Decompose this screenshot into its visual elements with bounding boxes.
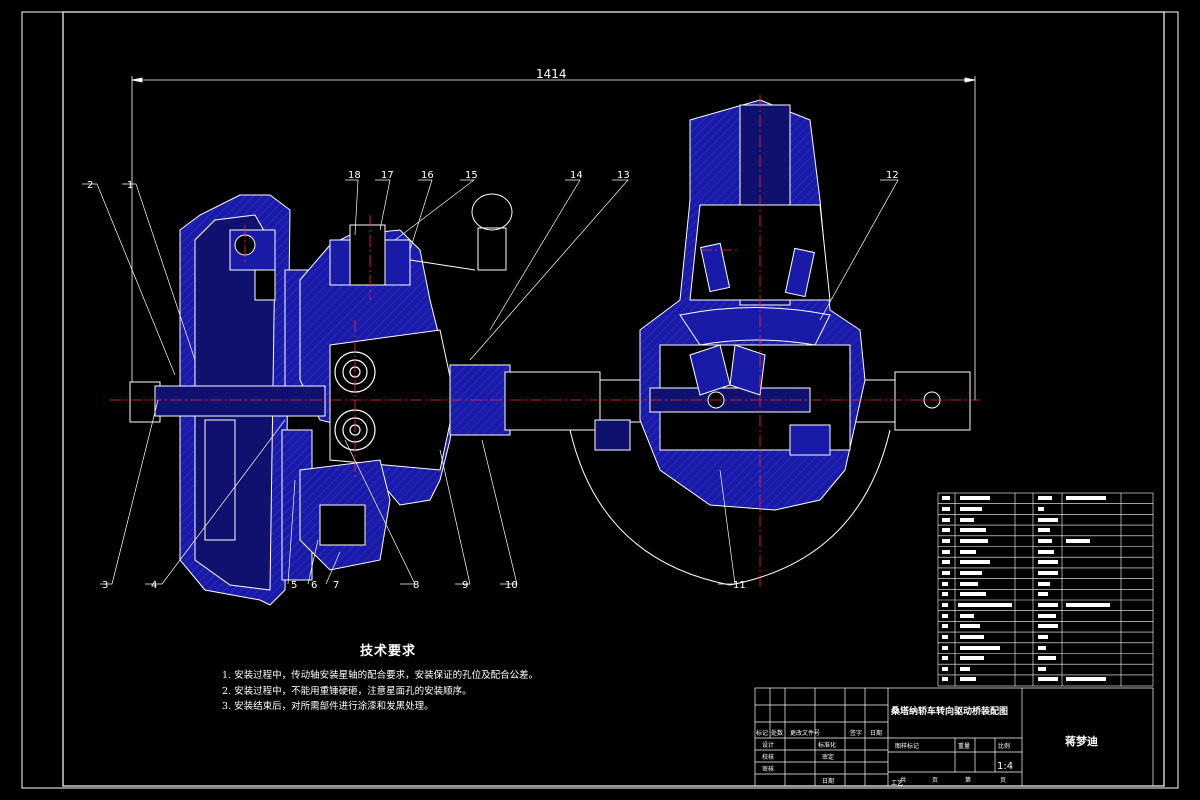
tie-rod-end — [409, 193, 513, 271]
balloon-12: 12 — [886, 170, 899, 181]
balloon-8: 8 — [413, 580, 419, 591]
sheet-total-prefix: 共 — [900, 776, 906, 784]
balloon-14: 14 — [570, 170, 583, 181]
balloon-2: 2 — [87, 180, 93, 191]
balloon-6: 6 — [311, 580, 317, 591]
rev-col-doc: 更改文件号 — [790, 729, 820, 737]
title-block-text: 桑塔纳轿车转向驱动桥装配图 蒋梦迪 1:4 标记 处数 更改文件号 签字 日期 … — [756, 705, 1098, 787]
balloon-15: 15 — [465, 170, 478, 181]
balloon-16: 16 — [421, 170, 434, 181]
balloon-4: 4 — [151, 580, 157, 591]
balloon-9: 9 — [462, 580, 468, 591]
inner-border — [62, 11, 1165, 787]
role-check: 校核 — [762, 753, 774, 761]
role-standard: 标准化 — [818, 741, 836, 749]
balloon-5: 5 — [291, 580, 297, 591]
balloon-10: 10 — [505, 580, 518, 591]
balloon-18: 18 — [348, 170, 361, 181]
leader-lines — [82, 179, 899, 585]
parts-list-rows — [942, 496, 1110, 681]
overall-dimension-label: 1414 — [536, 67, 567, 81]
overall-dimension — [131, 76, 976, 400]
balloon-7: 7 — [333, 580, 339, 591]
balloon-11: 11 — [733, 580, 746, 591]
role-process: 工艺 — [891, 779, 903, 787]
final-drive-housing — [569, 99, 891, 586]
stage-mark-label: 图样标记 — [895, 742, 919, 750]
designer-name: 蒋梦迪 — [1065, 734, 1098, 748]
balloon-17: 17 — [381, 170, 394, 181]
rev-col-date: 日期 — [870, 729, 882, 737]
rev-col-count: 处数 — [771, 729, 783, 737]
tech-note-2: 2. 安装过程中，不能用重锤硬砸，注意星面孔的安装顺序。 — [222, 685, 472, 697]
role-review: 审核 — [762, 765, 774, 773]
scale-value: 1:4 — [997, 761, 1013, 772]
part-balloons: 1 2 3 4 5 6 7 8 9 10 11 12 13 14 15 16 1… — [87, 170, 899, 591]
weight-label: 重量 — [958, 742, 970, 750]
sheet-total-suffix: 页 — [932, 777, 938, 784]
centerlines — [110, 95, 980, 590]
tech-requirements-title: 技术要求 — [360, 644, 417, 659]
title-block-grid — [754, 687, 1154, 787]
role-date: 日期 — [822, 777, 834, 785]
scale-label: 比例 — [998, 742, 1010, 750]
balloon-13: 13 — [617, 170, 630, 181]
drawing-title: 桑塔纳轿车转向驱动桥装配图 — [890, 705, 1008, 717]
rev-col-mark: 标记 — [756, 729, 768, 737]
tech-note-1: 1. 安装过程中，传动轴安装星轴的配合要求，安装保证的孔位及配合公差。 — [222, 670, 539, 681]
tech-note-3: 3. 安装结束后，对所需部件进行涂漆和发黑处理。 — [222, 701, 434, 712]
sheet-no-prefix: 第 — [965, 776, 971, 784]
role-design: 设计 — [762, 741, 774, 749]
rev-col-sign: 签字 — [850, 729, 862, 737]
sheet-no-suffix: 页 — [1000, 777, 1006, 784]
balloon-3: 3 — [102, 580, 108, 591]
role-approve: 审定 — [822, 753, 834, 761]
parts-list — [937, 492, 1154, 687]
tech-requirements-notes: 1. 安装过程中，传动轴安装星轴的配合要求，安装保证的孔位及配合公差。 2. 安… — [222, 668, 567, 715]
balloon-1: 1 — [127, 180, 133, 191]
